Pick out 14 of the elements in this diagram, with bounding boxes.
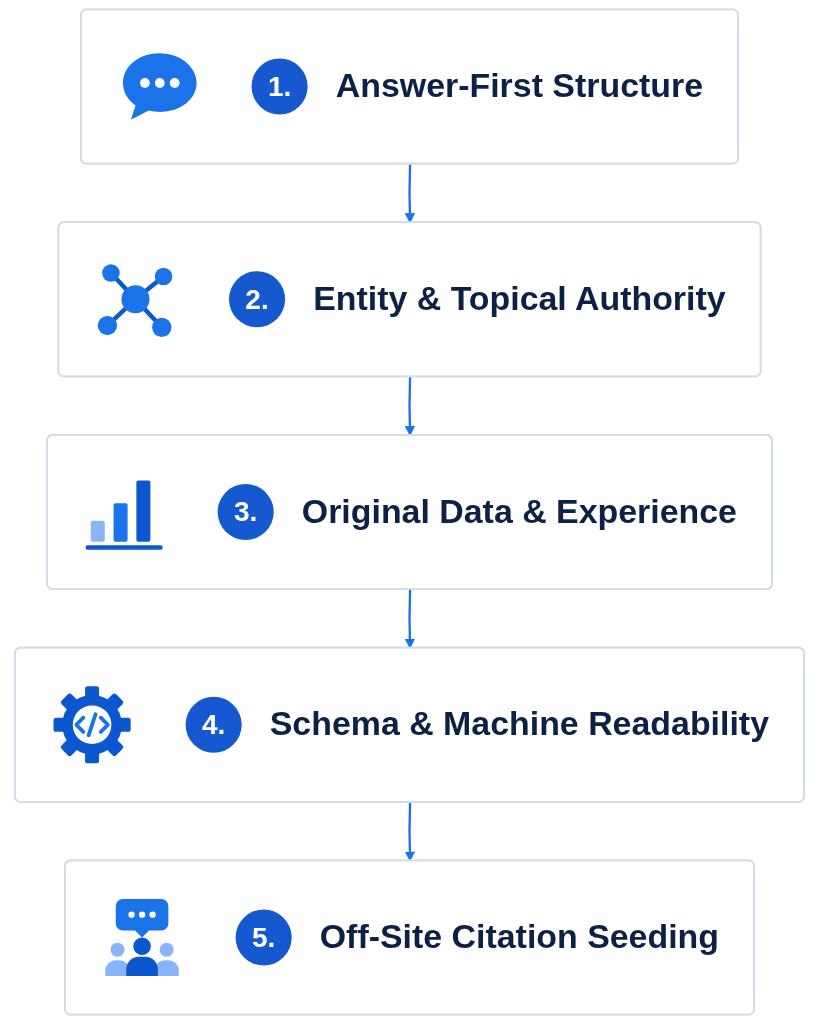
step-title: Entity & Topical Authority bbox=[313, 278, 726, 319]
step-number: 2. bbox=[245, 282, 269, 316]
step-title: Answer-First Structure bbox=[335, 65, 704, 107]
step-number: 1. bbox=[267, 70, 292, 103]
arrow bbox=[404, 164, 416, 224]
step-number: 5. bbox=[251, 921, 276, 954]
step-title: Schema & Machine Readability bbox=[269, 704, 769, 745]
step-number: 3. bbox=[233, 495, 258, 529]
step-number: 4. bbox=[201, 708, 226, 742]
step-title: Original Data & Experience bbox=[301, 491, 737, 532]
arrow bbox=[404, 376, 416, 436]
step-title: Off-Site Citation Seeding bbox=[319, 916, 719, 958]
arrow bbox=[404, 802, 416, 862]
arrow bbox=[404, 589, 416, 649]
